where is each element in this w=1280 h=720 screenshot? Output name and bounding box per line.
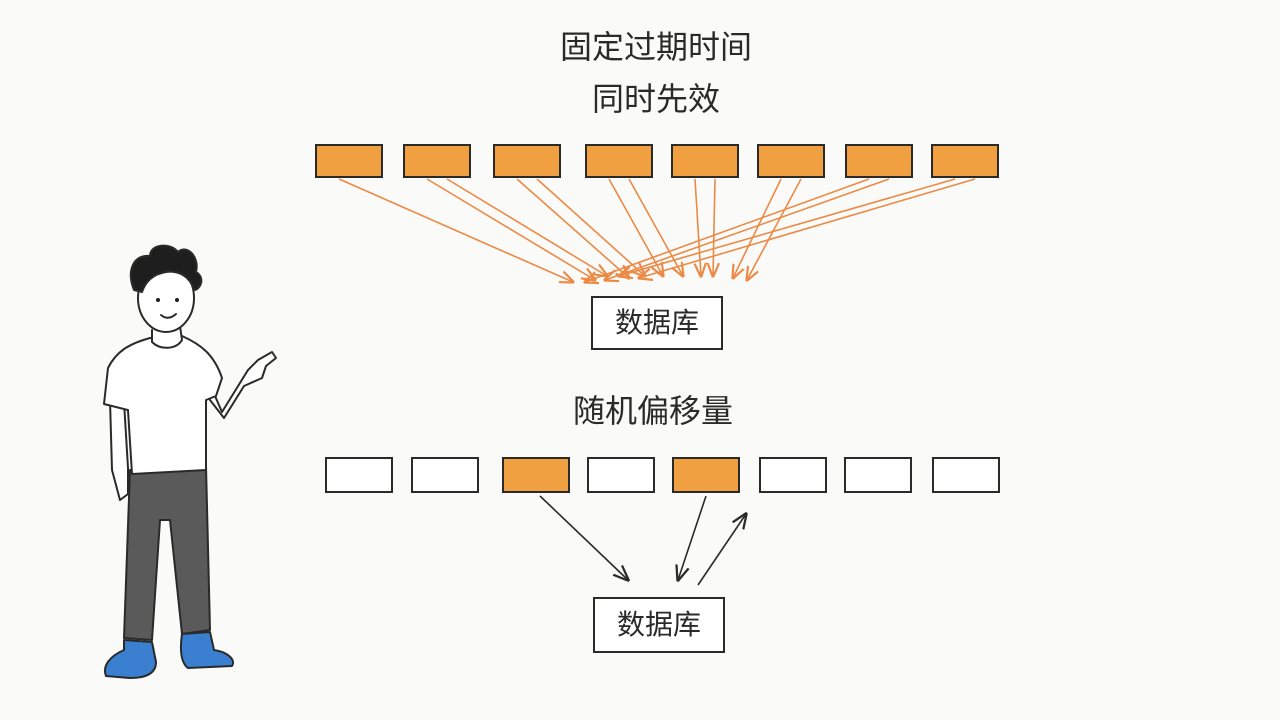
left-arm (109, 399, 129, 501)
random-cache-cell (844, 457, 912, 493)
fixed-arrow (536, 178, 645, 276)
fixed-cache-cell (403, 144, 471, 178)
fixed-arrow (426, 178, 595, 280)
random-arrows (539, 495, 746, 586)
random-arrow-down-1 (539, 495, 628, 580)
random-database-label: 数据库 (617, 608, 701, 641)
fixed-cache-row (315, 144, 999, 178)
hair (129, 244, 203, 293)
fixed-database-label: 数据库 (615, 306, 699, 339)
fixed-arrow (446, 178, 607, 276)
random-database-box: 数据库 (593, 597, 725, 653)
random-arrow-down-2 (678, 495, 707, 580)
pants (123, 465, 211, 641)
fixed-arrow (713, 178, 715, 276)
fixed-cache-cell (315, 144, 383, 178)
fixed-title-line1: 固定过期时间 (560, 28, 752, 66)
random-arrow-up (697, 514, 746, 586)
random-cache-cell (672, 457, 740, 493)
random-cache-cell (932, 457, 1000, 493)
random-cache-cell (587, 457, 655, 493)
random-cache-cell (325, 457, 393, 493)
random-cache-cell (502, 457, 570, 493)
left-shoe (104, 639, 157, 679)
fixed-cache-cell (493, 144, 561, 178)
fixed-cache-cell (585, 144, 653, 178)
right-arm (207, 351, 277, 419)
fixed-arrow (516, 178, 629, 278)
fixed-arrow (605, 178, 890, 280)
right-shoe (179, 631, 234, 669)
fixed-arrow (585, 178, 870, 282)
random-cache-cell (759, 457, 827, 493)
presenter-illustration (103, 244, 277, 679)
shirt (103, 335, 223, 475)
fixed-title-line2: 同时先效 (592, 80, 720, 118)
random-cache-cell (411, 457, 479, 493)
fixed-arrow (338, 178, 573, 282)
fixed-arrow (608, 178, 663, 276)
fixed-database-box: 数据库 (591, 296, 723, 350)
random-title: 随机偏移量 (573, 392, 733, 430)
fixed-cache-cell (757, 144, 825, 178)
fixed-arrow (733, 178, 782, 278)
fixed-arrow (639, 178, 976, 278)
random-cache-row (325, 457, 1000, 493)
fixed-cache-cell (931, 144, 999, 178)
fixed-arrows (338, 178, 976, 282)
fixed-cache-cell (845, 144, 913, 178)
fixed-arrow (747, 178, 802, 280)
fixed-arrow (619, 178, 956, 276)
fixed-cache-cell (671, 144, 739, 178)
